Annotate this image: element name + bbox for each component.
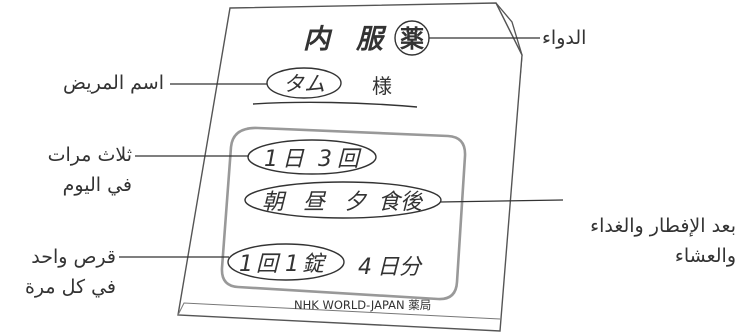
frequency-num-1: 1 xyxy=(264,147,278,172)
frequency-oval xyxy=(247,139,377,175)
label-three-times-line2: في اليوم xyxy=(62,174,132,196)
duration-num: 4 xyxy=(358,255,372,280)
frequency-num-3: 3 xyxy=(318,147,332,172)
bag-bottom-edge xyxy=(177,302,501,320)
patient-suffix: 様 xyxy=(372,74,392,98)
label-one-tablet-line1: قرص واحد xyxy=(31,246,116,268)
label-patient-name: اسم المريض xyxy=(63,68,164,98)
label-medicine: الدواء xyxy=(542,23,586,53)
label-after-meals-line1: بعد الإفطار والغداء xyxy=(590,215,736,237)
label-one-tablet-line2: في كل مرة xyxy=(24,276,116,298)
frequency-unit-day: 日 xyxy=(282,147,305,172)
label-medicine-text: الدواء xyxy=(542,27,587,49)
label-three-times: ثلاث مرات في اليوم xyxy=(48,140,132,200)
label-after-meals-line2: والعشاء xyxy=(674,245,736,267)
amount-unit-times: 回 xyxy=(256,252,281,277)
patient-underline xyxy=(252,101,418,108)
title-char-2: 服 xyxy=(355,24,387,55)
patient-name-oval xyxy=(266,67,342,99)
timing-after-meals: 食後 xyxy=(378,190,424,215)
amount-num-1: 1 xyxy=(239,252,253,277)
bag-outline xyxy=(177,2,523,332)
duration-unit: 日分 xyxy=(377,255,423,280)
label-patient-name-text: اسم المريض xyxy=(63,72,164,94)
timing-oval xyxy=(244,181,442,219)
amount-num-2: 1 xyxy=(285,252,299,277)
label-after-meals: بعد الإفطار والغداء والعشاء xyxy=(590,211,736,271)
amount-oval xyxy=(227,243,345,281)
frequency-unit-times: 回 xyxy=(337,147,362,172)
medicine-seal: 薬 xyxy=(400,25,424,53)
patient-name: タム xyxy=(283,72,325,96)
title-char-1: 内 xyxy=(303,24,333,55)
timing-evening: 夕 xyxy=(344,190,368,215)
pharmacy-footer: NHK WORLD-JAPAN 薬局 xyxy=(294,298,431,312)
timing-noon: 昼 xyxy=(303,190,327,215)
timing-morning: 朝 xyxy=(262,190,287,215)
amount-unit-tablet: 錠 xyxy=(302,252,327,277)
label-one-tablet: قرص واحد في كل مرة xyxy=(25,242,116,302)
leader-timing xyxy=(439,199,564,203)
label-three-times-line1: ثلاث مرات xyxy=(47,144,132,166)
dosage-frame xyxy=(220,126,467,301)
